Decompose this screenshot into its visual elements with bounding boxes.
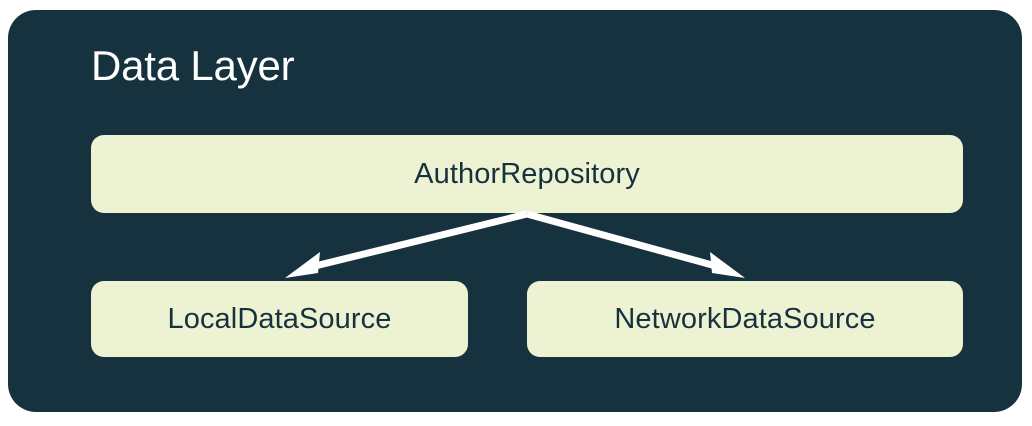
node-author-repository[interactable]: AuthorRepository xyxy=(91,135,963,213)
page-title: Data Layer xyxy=(91,42,295,89)
node-local-data-source[interactable]: LocalDataSource xyxy=(91,281,468,357)
node-author-repository-label: AuthorRepository xyxy=(414,158,640,190)
node-network-data-source-label: NetworkDataSource xyxy=(614,303,876,335)
node-local-data-source-label: LocalDataSource xyxy=(167,303,392,335)
node-network-data-source[interactable]: NetworkDataSource xyxy=(527,281,963,357)
